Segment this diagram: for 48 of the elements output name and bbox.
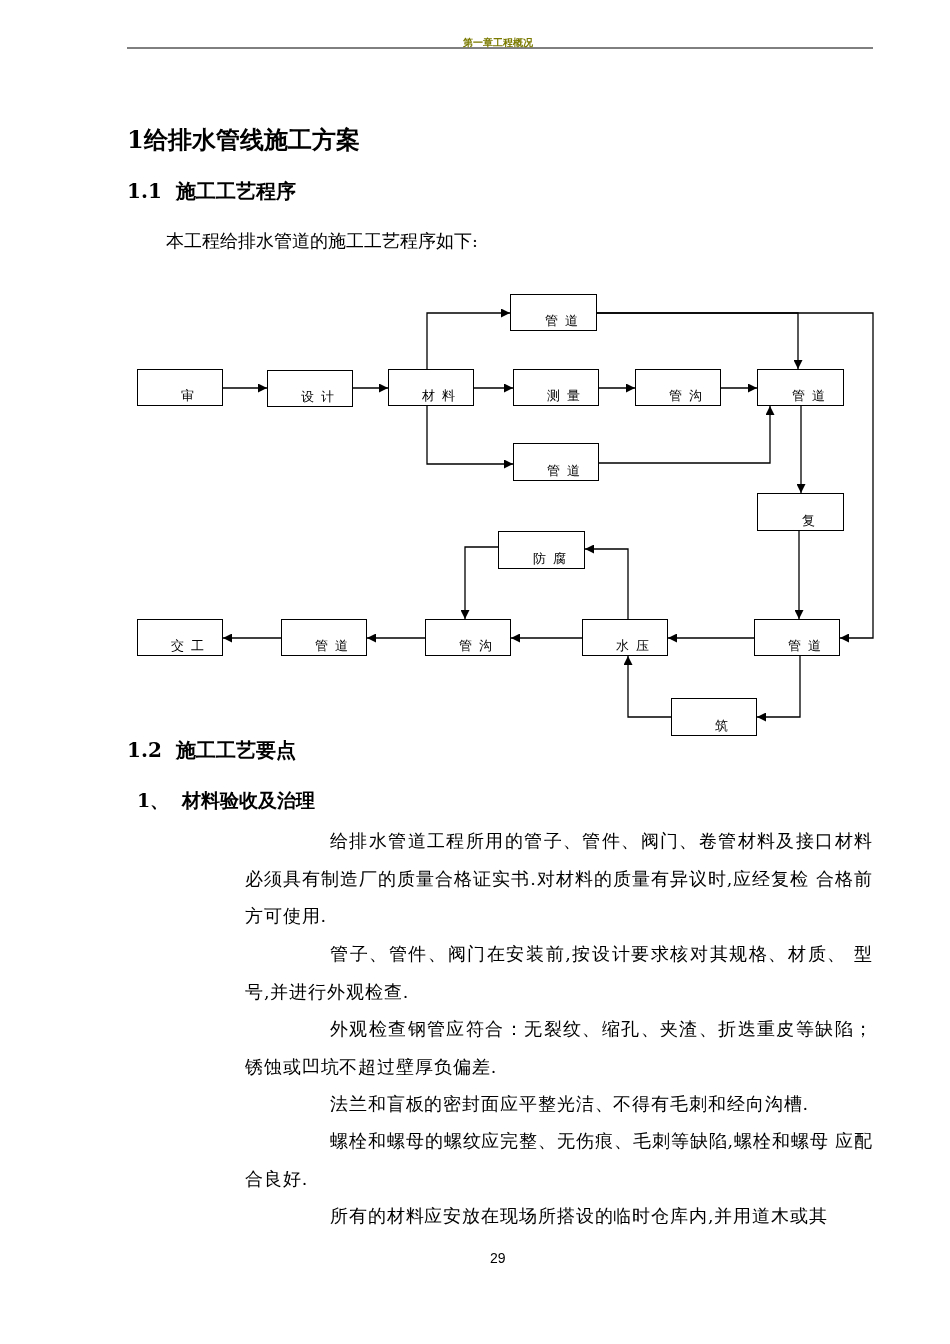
process-box: 复: [757, 493, 844, 531]
header-text: 第一章工程概况: [463, 36, 533, 50]
paragraph: 管子、管件、阀门在安装前,按设计要求核对其规格、材质、 型号,并进行外观检查.: [245, 943, 873, 1004]
heading: 1、 材料验收及治理: [137, 788, 316, 813]
process-box: 设计: [267, 370, 353, 407]
process-box: 材料: [388, 369, 474, 406]
paragraph: 螺栓和螺母的螺纹应完整、无伤痕、毛刺等缺陷,螺栓和螺母 应配合良好.: [245, 1130, 873, 1191]
arrow: [720, 383, 758, 393]
process-box: 防腐: [498, 531, 585, 569]
arrow: [584, 544, 629, 620]
arrow: [222, 633, 282, 643]
process-box: 审: [137, 369, 223, 406]
arrow: [426, 405, 514, 469]
arrow: [366, 633, 426, 643]
page-number: 29: [490, 1250, 506, 1266]
arrow: [473, 383, 514, 393]
process-box: 水压: [582, 619, 668, 656]
arrow: [796, 405, 806, 494]
arrow: [426, 308, 511, 370]
process-box: 管道: [754, 619, 840, 656]
arrow: [756, 655, 801, 722]
process-box: 管道: [281, 619, 367, 656]
paragraph: 给排水管道工程所用的管子、管件、阀门、卷管材料及接口材料必须具有制造厂的质量合格证实书.对材料的质量有异议时,应经复检 合格前方可使用.: [245, 830, 873, 928]
arrow: [352, 383, 389, 393]
arrow: [222, 383, 268, 393]
arrow: [667, 633, 755, 643]
process-box: 筑: [671, 698, 757, 736]
arrow: [598, 405, 775, 464]
arrow: [596, 312, 874, 643]
arrow: [794, 530, 804, 620]
paragraph: 外观检查钢管应符合：无裂纹、缩孔、夹渣、折迭重皮等缺陷；锈蚀或凹坑不超过壁厚负偏差.: [245, 1018, 873, 1079]
arrow: [598, 383, 636, 393]
process-box: 管道: [510, 294, 597, 331]
arrow: [460, 546, 499, 620]
paragraph: 所有的材料应安放在现场所搭设的临时仓库内,并用道木或其: [329, 1205, 829, 1228]
process-box: 管沟: [635, 369, 721, 406]
heading: 1.1 施工工艺程序: [127, 178, 296, 205]
process-box: 测量: [513, 369, 599, 406]
arrow: [623, 655, 672, 718]
process-box: 管沟: [425, 619, 511, 656]
heading: 1.2 施工工艺要点: [127, 737, 296, 764]
process-box: 交工: [137, 619, 223, 656]
process-box: 管道: [757, 369, 844, 406]
paragraph: 法兰和盲板的密封面应平整光洁、不得有毛刺和经向沟槽.: [329, 1093, 810, 1116]
paragraph: 本工程给排水管道的施工工艺程序如下:: [166, 230, 478, 253]
heading: 1给排水管线施工方案: [127, 124, 360, 156]
arrow: [510, 633, 583, 643]
process-box: 管道: [513, 443, 599, 481]
